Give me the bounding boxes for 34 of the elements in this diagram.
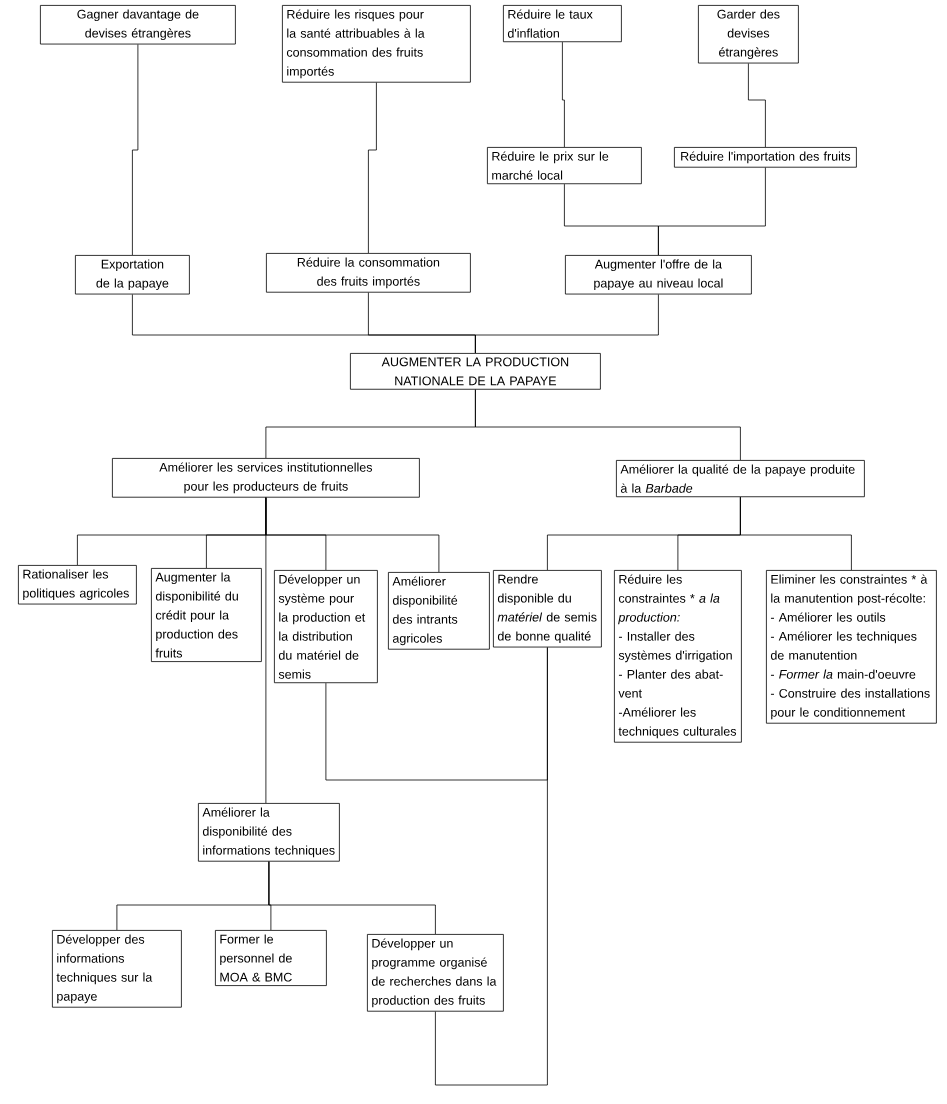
goal-box: Développer un système pour la production et la distribution du matériel de semis <box>274 570 378 684</box>
connector-line <box>748 63 766 148</box>
goal-box: Rendre disponible du matériel de semis de bonne qualité <box>493 570 602 648</box>
goal-box: Garder des devises étrangères <box>698 5 799 64</box>
goal-box: Développer un programme organisé de recherches dans la production des fruits <box>367 934 504 1012</box>
connector-line <box>475 389 741 461</box>
goal-box: Améliorer la qualité de la papaye produite à la Barbade <box>616 460 865 498</box>
goal-box: Réduire le taux d'inflation <box>503 5 622 43</box>
goal-box: AUGMENTER LA PRODUCTION NATIONALE DE LA PAPAYE <box>350 353 601 390</box>
goal-box: Eliminer les constraintes * à la manutention post-récolte: - Améliorer les outils - Améliorer les techniques de manutention - Former la main-d'oeuvre - Construire des installations pour le conditionnement <box>766 570 937 724</box>
goal-box: Exportation de la papaye <box>75 255 190 295</box>
connector-line <box>562 41 565 148</box>
goal-box: Améliorer la disponibilité des informations techniques <box>198 803 340 862</box>
goal-box: Améliorer disponibilité des intrants agricoles <box>388 572 490 650</box>
connector-line <box>658 167 766 256</box>
connector-line <box>475 294 659 354</box>
goal-box: Augmenter l'offre de la papaye au niveau local <box>565 255 752 295</box>
goal-box: Gagner davantage de devises étrangères <box>40 5 236 45</box>
goal-box: Former le personnel de MOA & BMC <box>215 930 327 986</box>
goal-box: Augmenter la disponibilité du crédit pour la production des fruits <box>151 568 262 662</box>
goal-box: Réduire le prix sur le marché local <box>487 147 642 185</box>
connector-line <box>132 44 139 256</box>
goal-box: Améliorer les services institutionnelles pour les producteurs de fruits <box>112 458 420 498</box>
connector-line <box>265 497 267 804</box>
goal-box: Réduire les constraintes *a la production: - Installer des systèmes d'irrigation - Planter des abat-vent -Améliorer les techniques culturales <box>614 570 742 743</box>
connector-line <box>368 82 377 254</box>
connector-line <box>740 496 852 571</box>
goal-box: Développer des informations techniques sur la papaye <box>52 930 182 1008</box>
goal-box: Rationaliser les politiques agricoles <box>18 565 137 605</box>
goal-box: Réduire les risques pour la santé attribuables à la consommation des fruits importés <box>282 5 471 83</box>
connector-line <box>268 861 436 935</box>
goal-box: Réduire l'importation des fruits <box>674 147 857 168</box>
connector-line <box>435 647 548 1086</box>
goal-box: Réduire la consommation des fruits importés <box>266 253 471 293</box>
